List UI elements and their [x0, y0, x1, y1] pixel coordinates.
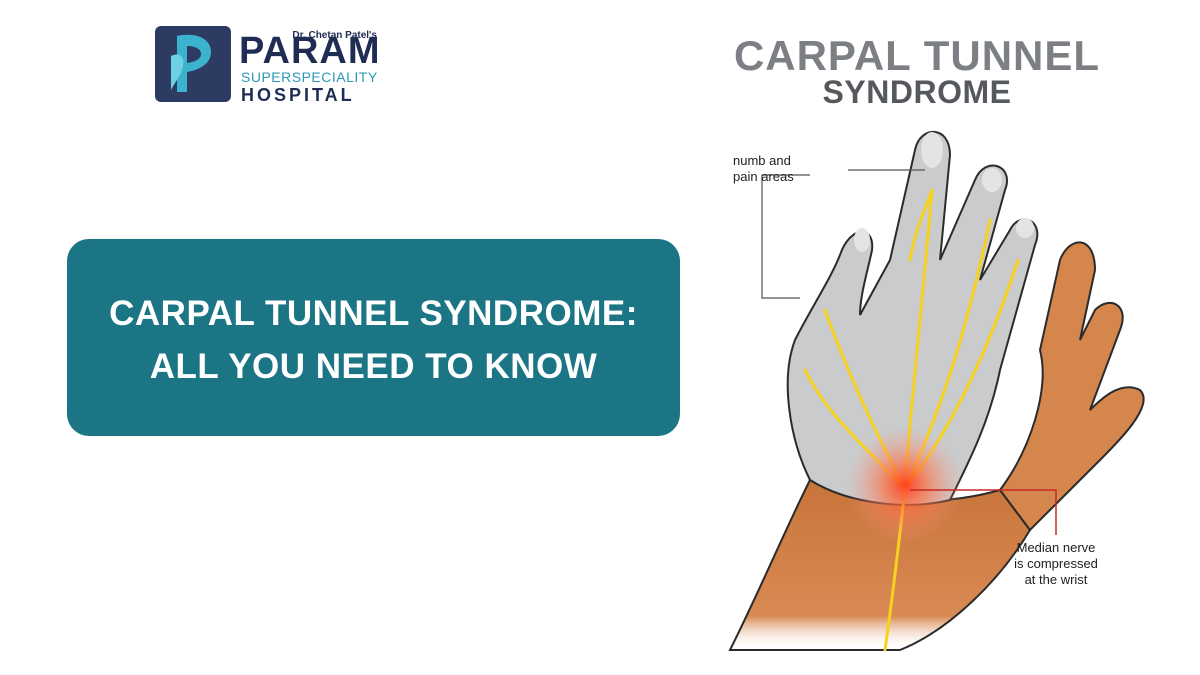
logo-subtitle: SUPERSPECIALITY	[241, 69, 378, 85]
median-label-line-1: Median nerve	[1016, 540, 1096, 555]
numb-label-line-1: numb and	[733, 153, 791, 168]
numb-pain-label: numb and pain areas	[733, 153, 843, 185]
numb-label-line-2: pain areas	[733, 169, 794, 184]
hospital-logo: Dr. Chetan Patel's PARAM SUPERSPECIALITY…	[155, 24, 385, 104]
median-nerve-label: Median nerve is compressed at the wrist	[996, 540, 1116, 588]
headline-line-1: CARPAL TUNNEL SYNDROME:	[109, 294, 638, 333]
logo-name: PARAM	[239, 30, 381, 72]
median-label-line-3: at the wrist	[1024, 572, 1088, 587]
median-label-line-2: is compressed	[1014, 556, 1098, 571]
hand-illustration	[728, 130, 1145, 652]
headline-line-2: ALL YOU NEED TO KNOW	[149, 347, 598, 386]
logo-hospital-text: HOSPITAL	[241, 85, 355, 105]
headline-banner: CARPAL TUNNEL SYNDROME: ALL YOU NEED TO …	[67, 239, 680, 436]
logo-doctor-text: Dr. Chetan Patel's	[292, 30, 377, 41]
illustration-title-line-2: SYNDROME	[822, 74, 1012, 110]
illustration-title-line-1: CARPAL TUNNEL	[733, 32, 1101, 79]
logo-mark-icon	[155, 26, 231, 102]
